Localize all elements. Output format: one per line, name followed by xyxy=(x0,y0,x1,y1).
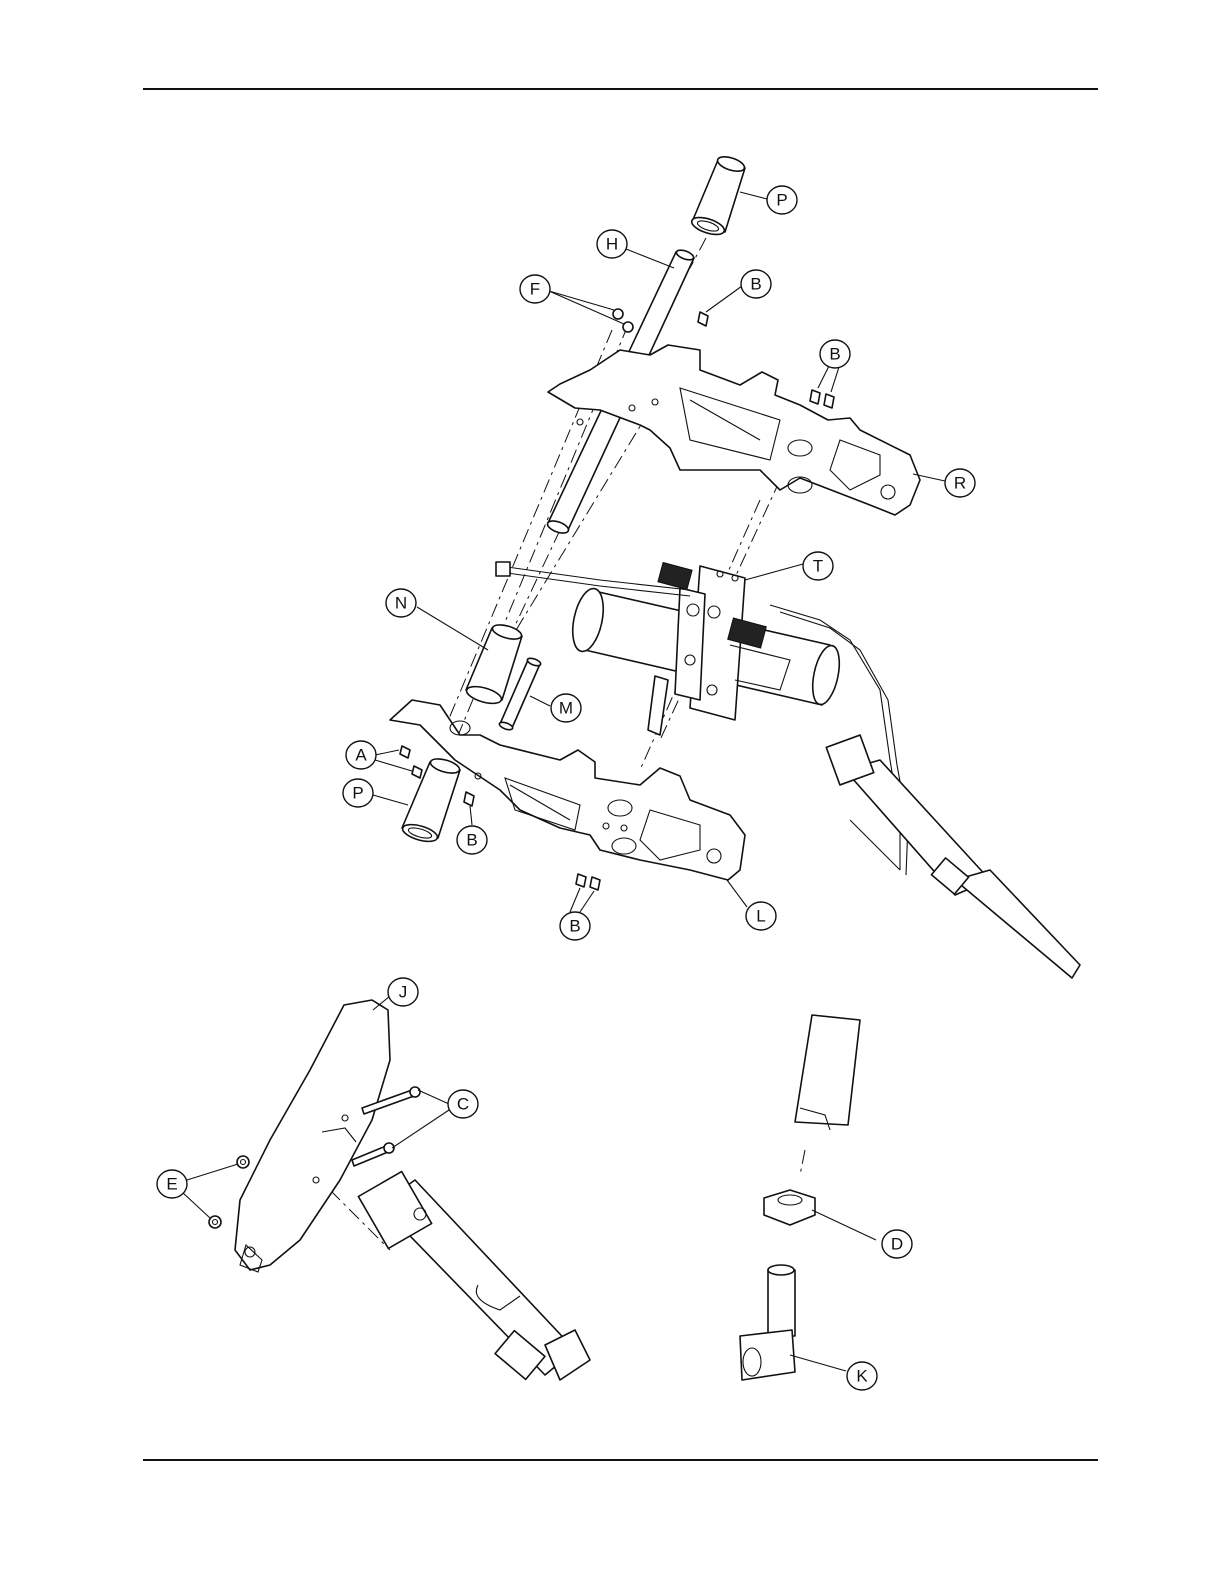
callout-T: T xyxy=(803,552,833,580)
callout-R: R xyxy=(945,469,975,497)
callout-B-right: B xyxy=(820,340,850,368)
callout-K-label: K xyxy=(856,1367,868,1386)
callout-D-label: D xyxy=(891,1235,903,1254)
callout-B-upper-label: B xyxy=(750,275,761,294)
callout-H-label: H xyxy=(606,235,618,254)
rod-end-k xyxy=(740,1265,795,1380)
sleeve-top xyxy=(690,154,746,238)
tube-end xyxy=(795,1015,860,1130)
callout-T-label: T xyxy=(813,557,823,576)
callout-A-label: A xyxy=(355,746,367,765)
callout-N: N xyxy=(386,589,416,617)
callout-M: M xyxy=(551,694,581,722)
callout-J: J xyxy=(388,978,418,1006)
sleeve-bottom xyxy=(401,756,461,845)
callout-A: A xyxy=(346,741,376,769)
callout-F-label: F xyxy=(530,280,540,299)
callout-E-label: E xyxy=(166,1175,177,1194)
callout-L-label: L xyxy=(756,907,765,926)
callout-R-label: R xyxy=(954,474,966,493)
callout-C: C xyxy=(448,1090,478,1118)
callout-C-label: C xyxy=(457,1095,469,1114)
hex-nut-d xyxy=(764,1190,815,1225)
callout-K: K xyxy=(847,1362,877,1390)
callout-B-bottom: B xyxy=(560,912,590,940)
callout-N-label: N xyxy=(395,594,407,613)
callout-B-left: B xyxy=(457,826,487,854)
callout-B-bottom-label: B xyxy=(569,917,580,936)
callout-D: D xyxy=(882,1230,912,1258)
callout-J-label: J xyxy=(399,983,408,1002)
callout-E: E xyxy=(157,1170,187,1198)
callout-P-top-label: P xyxy=(776,191,787,210)
callout-F: F xyxy=(520,275,550,303)
actuator-bottom xyxy=(358,1172,590,1380)
callout-B-left-label: B xyxy=(466,831,477,850)
cover-plate xyxy=(235,1000,390,1272)
callout-P-bottom-label: P xyxy=(352,784,363,803)
callout-H: H xyxy=(597,230,627,258)
actuator-right xyxy=(826,735,1080,978)
callout-L: L xyxy=(746,902,776,930)
callout-P-top: P xyxy=(767,186,797,214)
callout-B-upper: B xyxy=(741,270,771,298)
callout-B-right-label: B xyxy=(829,345,840,364)
callout-M-label: M xyxy=(559,699,573,718)
callout-P-bottom: P xyxy=(343,779,373,807)
